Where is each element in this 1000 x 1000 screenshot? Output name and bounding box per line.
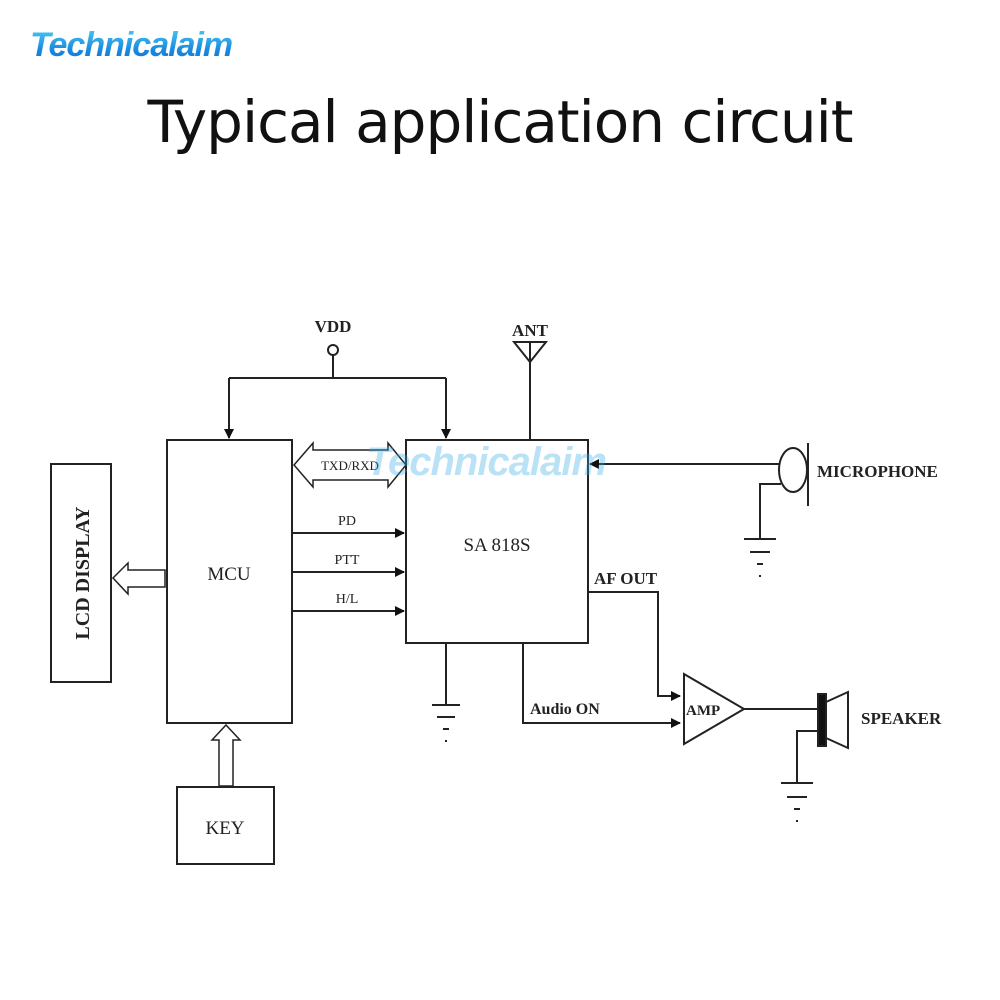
txd-rxd-bus-arrow <box>293 440 407 490</box>
af-out-label: AF OUT <box>594 569 658 588</box>
chip-label: SA 818S <box>463 535 530 556</box>
hl-label: H/L <box>336 592 359 607</box>
pd-label: PD <box>338 514 356 529</box>
vdd-label: VDD <box>315 317 352 336</box>
mcu-label: MCU <box>207 564 251 585</box>
lcd-display-label: LCD DISPLAY <box>72 506 94 640</box>
speaker-ground-icon <box>781 782 813 822</box>
sa818s-block <box>405 439 589 644</box>
vdd-terminal-icon <box>327 344 339 356</box>
ant-label: ANT <box>512 321 549 340</box>
mcu-to-lcd-arrow <box>111 561 166 596</box>
page-title: Typical application circuit <box>147 88 853 156</box>
mcu-block <box>166 439 293 724</box>
lcd-display-block <box>50 463 112 683</box>
amp-label: AMP <box>686 703 720 719</box>
key-to-mcu-arrow <box>210 723 242 787</box>
chip-ground-icon <box>432 704 460 742</box>
ptt-label: PTT <box>335 553 360 568</box>
microphone-label: MICROPHONE <box>817 462 938 481</box>
txd-rxd-label: TXD/RXD <box>321 458 379 473</box>
key-label: KEY <box>205 818 244 839</box>
watermark: Technicalaim <box>366 440 607 484</box>
brand-logo: Technicalaim <box>30 26 233 64</box>
speaker-label: SPEAKER <box>861 709 942 728</box>
speaker-icon <box>817 690 849 750</box>
microphone-icon <box>778 447 808 493</box>
antenna-icon <box>511 341 549 440</box>
audio-on-line <box>522 643 681 728</box>
amp-triangle <box>683 672 746 746</box>
mic-ground-icon <box>744 538 776 577</box>
af-out-line <box>588 591 681 701</box>
key-block <box>176 786 275 865</box>
audio-on-label: Audio ON <box>530 701 600 718</box>
